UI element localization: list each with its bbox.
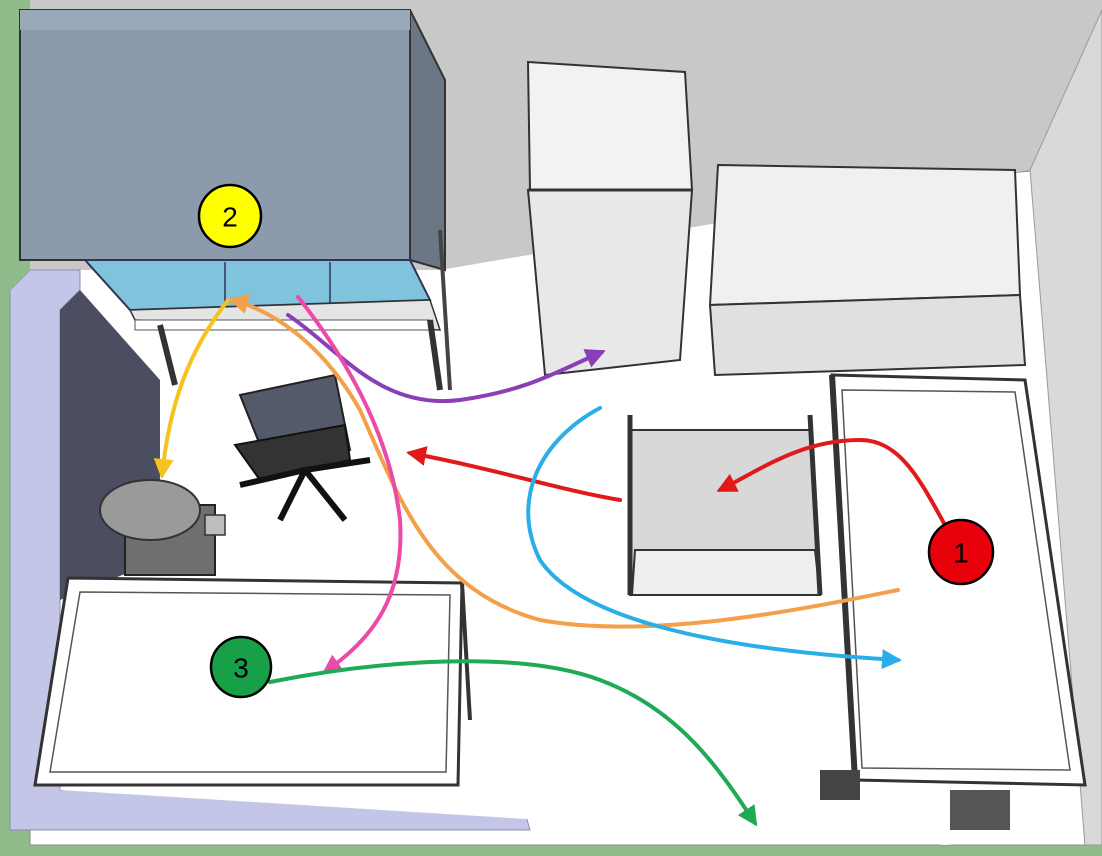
marker-3: 3 bbox=[211, 637, 271, 697]
marker-3-label: 3 bbox=[233, 653, 249, 684]
marker-1-label: 1 bbox=[953, 538, 969, 569]
marker-1: 1 bbox=[929, 520, 993, 584]
marker-2: 2 bbox=[199, 185, 261, 247]
chest-freezer bbox=[710, 165, 1025, 375]
center-cart bbox=[630, 415, 820, 595]
marker-2-label: 2 bbox=[222, 202, 238, 233]
refrigerator bbox=[528, 62, 692, 375]
